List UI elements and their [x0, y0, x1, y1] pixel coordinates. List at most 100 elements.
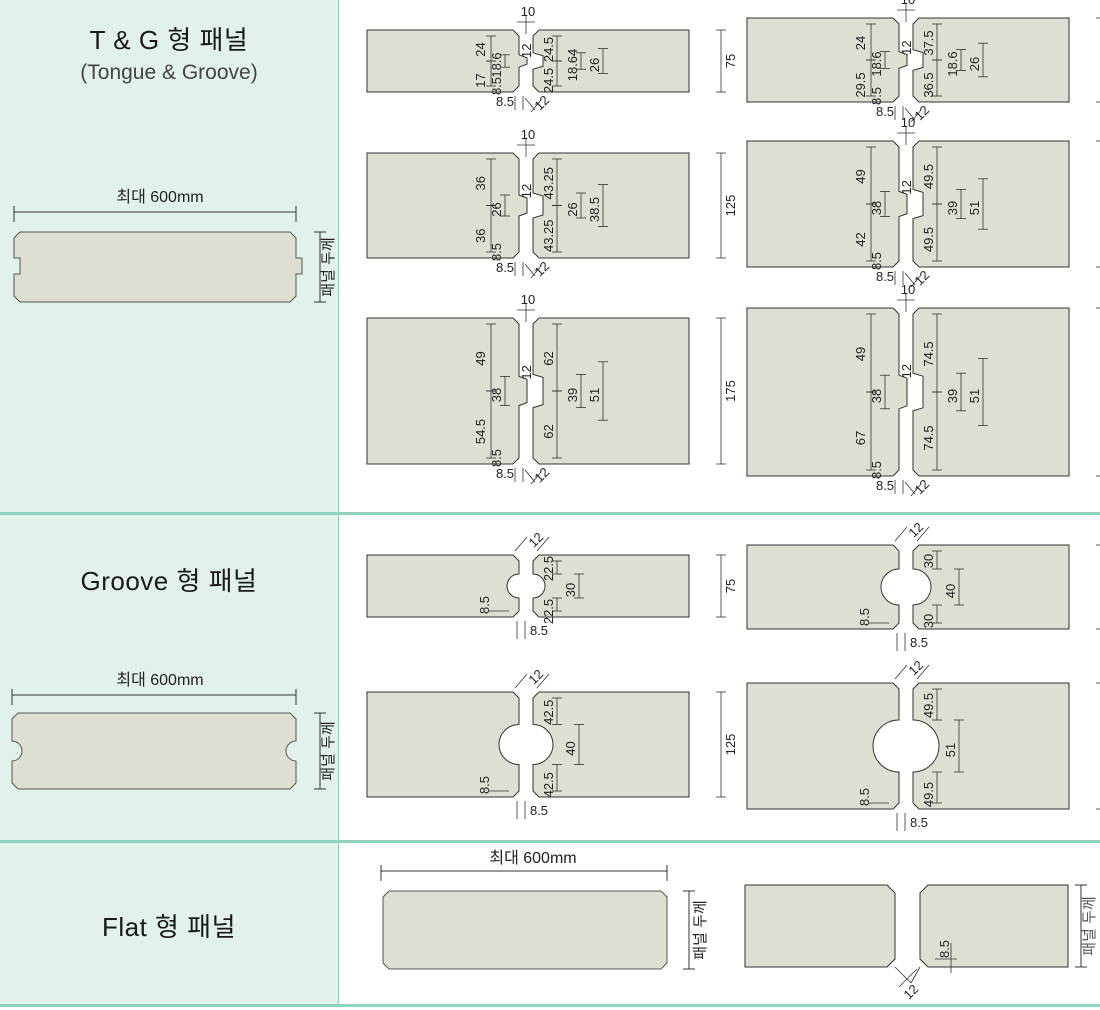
dim-line — [894, 664, 908, 680]
tg-panel-profile: 최대 600mm 패널 두께 — [13, 188, 337, 303]
groove-dim-gap: 12 — [525, 529, 546, 550]
tg-dim-right-lower: 74.5 — [921, 425, 936, 450]
groove-right-panel — [912, 544, 1070, 630]
groove-max-width-label: 최대 600mm — [116, 671, 203, 689]
groove-detail-drawings: 751222.53022.58.58.5100123040308.58.5125… — [366, 519, 1100, 831]
groove-dim-groove: 30 — [563, 583, 578, 597]
tg-dim-gap-top: 10 — [521, 4, 535, 19]
tg-panel-row: T & G 형 패널 (Tongue & Groove) 최대 600mm 패널… — [0, 0, 1100, 512]
dim-line — [910, 274, 922, 288]
tg-dim-left-upper: 36 — [473, 176, 488, 190]
tg-right-panel — [912, 17, 1070, 103]
tg-dim-right-upper: 24.5 — [541, 37, 556, 62]
flat-left-panel — [744, 884, 896, 968]
tg-dim-tongue-depth: 12 — [519, 365, 534, 379]
tg-dim-right-lower: 24.5 — [541, 68, 556, 93]
tg-dim-chamfer-v: 8.5 — [869, 87, 884, 105]
groove-dim-chamfer-h: 8.5 — [530, 803, 548, 818]
tg-dim-chamfer-h: 8.5 — [876, 269, 894, 284]
groove-left-panel — [366, 691, 520, 798]
groove-left-panel — [746, 544, 900, 630]
groove-dim-gap: 12 — [905, 657, 926, 678]
tg-dim-chamfer-h: 8.5 — [496, 466, 514, 481]
groove-dim-groove: 51 — [943, 743, 958, 757]
groove-dim-lower: 30 — [921, 614, 936, 628]
flat-panel-row: Flat 형 패널 최대 600mm 패널 두께 패널 두께 — [0, 843, 1100, 1005]
tg-dim-groove: 39 — [945, 389, 960, 403]
tg-left-panel — [746, 17, 908, 103]
tg-right-panel — [532, 29, 690, 93]
tg-dim-groove: 18.64 — [565, 49, 580, 82]
tg-dim-chamfer-v: 8.5 — [489, 449, 504, 467]
dim-line — [916, 664, 930, 680]
dim-line — [894, 526, 908, 542]
tg-dim-chamfer-v: 8.5 — [869, 252, 884, 270]
groove-dim-upper: 30 — [921, 554, 936, 568]
tg-details-area: 75102418.6178.58.5121224.518.642624.5100… — [339, 0, 1100, 512]
groove-dim-lower: 49.5 — [921, 782, 936, 807]
dim-line — [904, 107, 916, 121]
flat-max-width-label: 최대 600mm — [489, 849, 576, 867]
tg-dim-right-upper: 49.5 — [921, 164, 936, 189]
tg-dim-left-lower: 29.5 — [853, 72, 868, 97]
tg-dim-tongue-depth: 12 — [899, 40, 914, 54]
groove-dim-gap: 12 — [525, 666, 546, 687]
tg-dim-groove: 26 — [565, 202, 580, 216]
tg-left-panel — [366, 317, 528, 465]
tg-dim-gap-bottom: 12 — [531, 92, 552, 113]
tg-dim-right-upper: 74.5 — [921, 341, 936, 366]
groove-left-panel — [366, 554, 520, 618]
tg-dim-gap-bottom: 12 — [911, 476, 932, 497]
flat-details-area: 최대 600mm 패널 두께 패널 두께 8.5 — [339, 843, 1100, 1005]
tg-dim-left-lower: 54.5 — [473, 419, 488, 444]
tg-title-block: T & G 형 패널 (Tongue & Groove) — [0, 20, 338, 85]
groove-right-panel — [532, 554, 690, 618]
tg-dim-right-lower: 49.5 — [921, 227, 936, 252]
tg-dim-groove: 39 — [945, 201, 960, 215]
flat-thickness-label: 패널 두께 — [692, 900, 709, 959]
tg-dim-chamfer-h: 8.5 — [496, 260, 514, 275]
tg-dim-groove: 39 — [565, 388, 580, 402]
tg-dim-left-lower: 36 — [473, 229, 488, 243]
dim-line — [910, 109, 922, 123]
tg-dim-left-upper: 24 — [473, 42, 488, 56]
tg-dim-tongue: 38 — [489, 388, 504, 402]
tg-dim-chamfer-h: 8.5 — [876, 104, 894, 119]
dim-line — [904, 272, 916, 286]
tg-max-width-label: 최대 600mm — [116, 188, 203, 206]
tg-dim-groove: 18.6 — [945, 51, 960, 76]
tg-left-panel — [366, 29, 528, 93]
tg-dim-groove-outer: 51 — [967, 389, 982, 403]
tg-dim-gap-bottom: 12 — [531, 464, 552, 485]
tg-dim-chamfer-v: 8.5 — [869, 461, 884, 479]
groove-dim-groove: 40 — [563, 741, 578, 755]
groove-dim-lower: 22.5 — [541, 599, 556, 624]
tg-dim-gap-top: 10 — [521, 292, 535, 307]
groove-dim-gap: 12 — [905, 519, 926, 540]
groove-right-panel — [532, 691, 690, 798]
flat-thickness-label-right: 패널 두께 — [1081, 896, 1098, 955]
tg-dim-gap-top: 10 — [521, 127, 535, 142]
dim-line — [514, 536, 528, 552]
groove-dim-upper: 42.5 — [541, 700, 556, 725]
groove-dim-lower: 42.5 — [541, 772, 556, 797]
groove-left-panel — [746, 682, 900, 810]
tg-dim-tongue-depth: 12 — [899, 180, 914, 194]
flat-label-12: 12 — [900, 981, 921, 1002]
groove-thickness-label: 패널 두께 — [320, 721, 337, 780]
tg-dim-groove-outer: 26 — [587, 58, 602, 72]
dim-line — [514, 673, 528, 689]
tg-dim-right-lower: 62 — [541, 424, 556, 438]
dim-line — [530, 99, 542, 113]
groove-title: Groove 형 패널 — [80, 566, 258, 596]
tg-dim-tongue-depth: 12 — [519, 184, 534, 198]
tg-left-panel — [366, 152, 528, 259]
flat-title-block: Flat 형 패널 — [0, 907, 338, 944]
tg-dim-tongue: 38 — [869, 201, 884, 215]
tg-dim-left-lower: 67 — [853, 431, 868, 445]
dim-line — [536, 536, 550, 552]
flat-panel-profile — [382, 890, 668, 970]
tg-dim-groove-outer: 51 — [967, 201, 982, 215]
dim-line — [524, 469, 536, 483]
